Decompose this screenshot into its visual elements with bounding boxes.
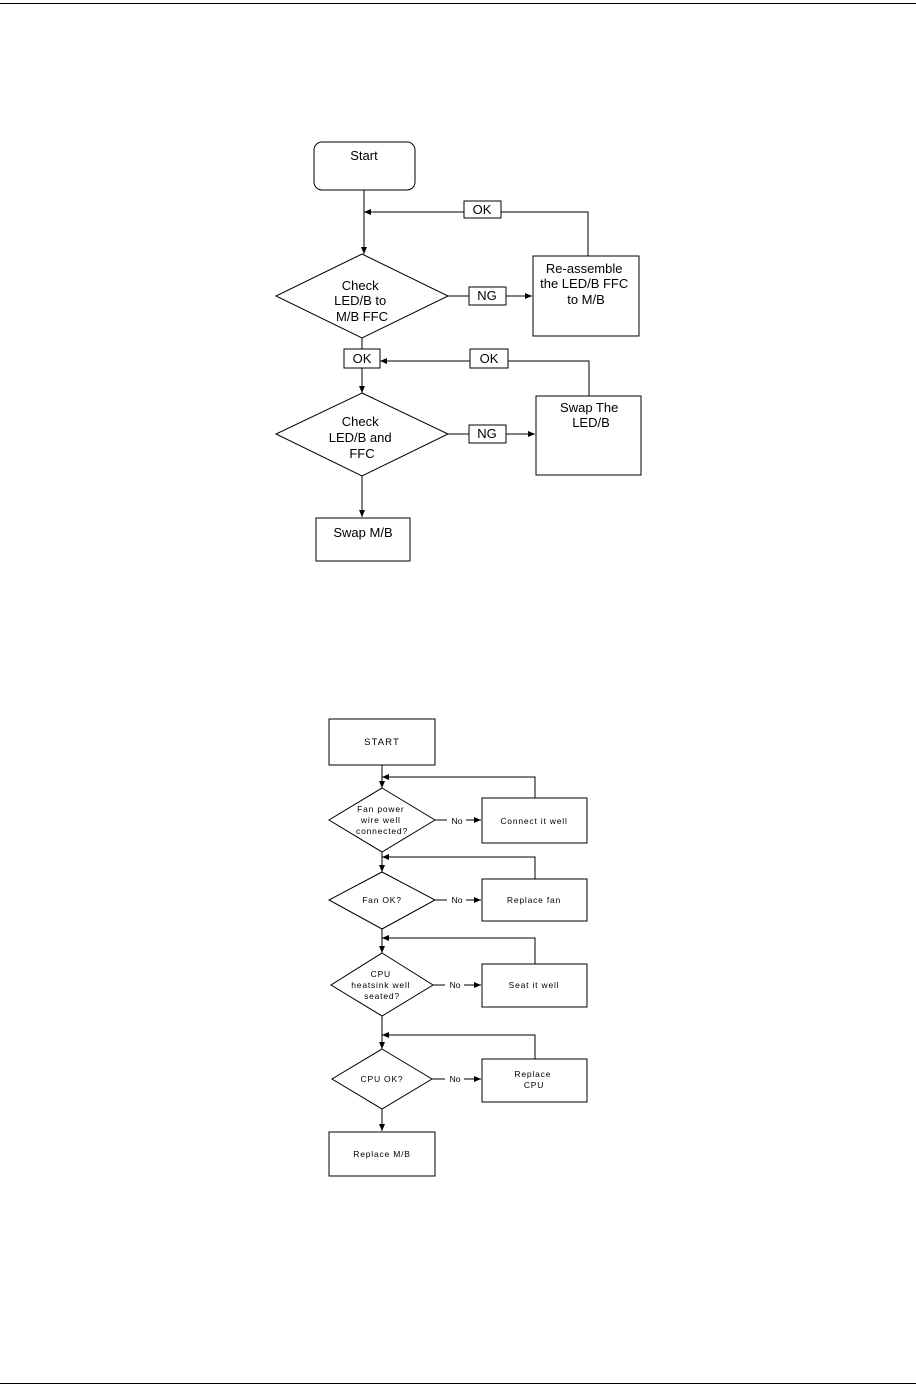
fc2-replace-cpu-box [481, 1058, 588, 1103]
fc2-q3-text: CPU heatsink well seated? [351, 969, 412, 1001]
fc2-edge-loop1 [382, 774, 536, 798]
fc1-swap-led-text: Swap The LED/B [560, 400, 622, 430]
fc1-ok-label-right: OK [480, 351, 499, 366]
fc1-edge-swap-loop [380, 358, 590, 396]
flowchart-led-board: Start OK Check LED/B to M/B FFC NG Re-as… [274, 141, 642, 562]
fc1-ng-label-2: NG [477, 426, 497, 441]
fc1-swap-led-box [535, 395, 642, 476]
fc2-edge-loop4 [382, 1032, 536, 1059]
fc2-no-label-4: No [450, 1074, 461, 1084]
fc1-edge-reassemble-loop [364, 209, 589, 256]
fc2-replace-cpu-text: Replace CPU [514, 1069, 553, 1090]
fc1-ng-box-2 [468, 424, 507, 444]
fc1-ok-box-top [463, 200, 502, 219]
fc2-connect-box [481, 797, 588, 844]
fc1-ok-box-right [469, 348, 509, 369]
fc1-reassemble-text: Re-assemble the LED/B FFC to M/B [540, 261, 632, 307]
fc1-reassemble-box [532, 255, 640, 337]
fc2-replace-fan-text: Replace fan [507, 895, 561, 905]
fc2-no-label-3: No [450, 980, 461, 990]
fc2-start-text: START [364, 737, 400, 748]
bottom-rule [0, 1383, 916, 1384]
fc1-swap-mb-box [315, 517, 411, 562]
fc1-ok-label-mid: OK [353, 351, 372, 366]
fc2-seat-text: Seat it well [509, 980, 560, 990]
fc1-start-text: Start [350, 148, 378, 163]
fc1-ng-label-1: NG [477, 288, 497, 303]
fc2-edge-loop3 [382, 935, 536, 964]
flowchart-thermal: START Fan power wire well connected? No … [327, 718, 588, 1177]
fc2-seat-box [481, 963, 588, 1008]
fc2-no-label-1: No [452, 816, 463, 826]
fc2-edge-loop2 [382, 854, 536, 879]
fc1-ng-box-1 [468, 286, 507, 306]
fc2-replace-mb-box [328, 1131, 436, 1177]
fc2-start-node [328, 718, 436, 766]
fc1-decision1-text: Check LED/B to M/B FFC [334, 278, 390, 324]
fc1-ok-label-top: OK [473, 202, 492, 217]
fc2-no-label-2: No [452, 895, 463, 905]
fc2-q4-text: CPU OK? [361, 1074, 404, 1084]
fc2-q2-text: Fan OK? [362, 895, 402, 905]
fc2-q1-text: Fan power wire well connected? [356, 804, 408, 836]
fc1-swap-mb-text: Swap M/B [333, 525, 392, 540]
fc2-connect-text: Connect it well [500, 816, 567, 826]
fc1-decision2-text: Check LED/B and FFC [329, 414, 396, 461]
top-rule [0, 3, 916, 4]
fc2-replace-fan-box [481, 878, 588, 922]
fc2-replace-mb-text: Replace M/B [353, 1149, 410, 1159]
